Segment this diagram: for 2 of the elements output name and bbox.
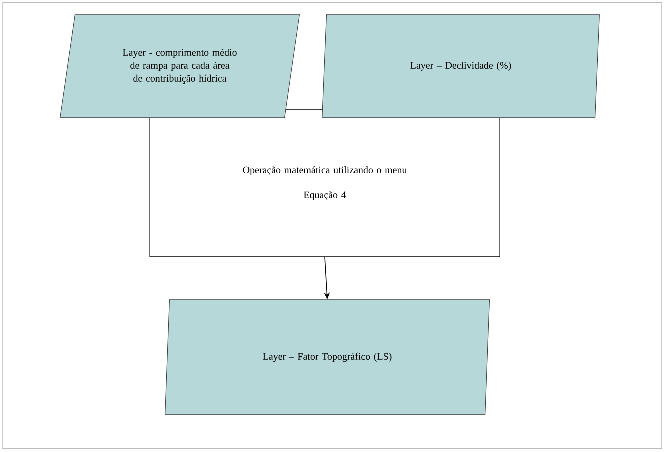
- process-box: Operação matemática utilizando o menu Equação 4: [150, 110, 500, 258]
- parallelogram-box: Layer – Declividade (%): [322, 14, 600, 118]
